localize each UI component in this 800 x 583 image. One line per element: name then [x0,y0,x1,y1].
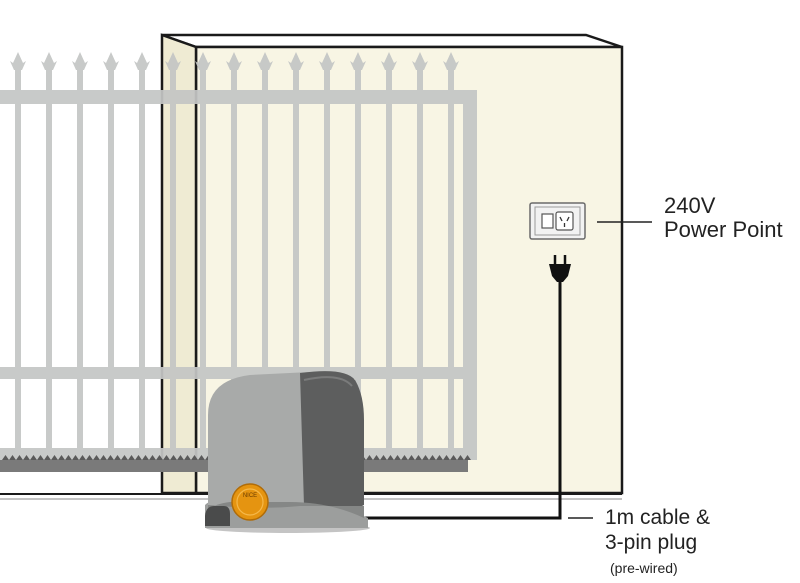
gate-picket [386,70,392,460]
motor-release-handle [205,506,230,526]
gate-picket-spear [10,52,26,70]
gate-pickets [10,52,459,460]
motor-cover [300,371,364,509]
gate-picket-spear [381,52,397,70]
gate-picket [231,70,237,460]
power-outlet [555,211,574,231]
power-point-label: Power Point [664,217,783,242]
power-point [529,202,586,240]
gate-picket [262,70,268,460]
gate-picket [324,70,330,460]
gate-picket [200,70,206,460]
gate-picket [170,70,176,460]
gate-picket-spear [412,52,428,70]
plug-icon [549,255,571,282]
gate-top-rail [0,90,477,104]
gate-picket [139,70,145,460]
sliding-gate [0,52,477,460]
gate-picket-spear [319,52,335,70]
plug-label: 3-pin plug [605,531,698,554]
gate-picket-spear [226,52,242,70]
gate-picket [46,70,52,460]
gate-picket-spear [350,52,366,70]
gate-motor: NICE [205,371,370,533]
gate-picket [77,70,83,460]
gate-picket [355,70,361,460]
motor-logo: NICE [243,493,257,499]
prewired-note: (pre-wired) [610,560,678,576]
power-switch [541,213,554,229]
gate-picket [448,70,454,460]
cable [365,280,562,520]
cable-label: 1m cable & [605,506,711,529]
gate-picket-spear [257,52,273,70]
gate-picket-spear [288,52,304,70]
wall-top-face [161,33,623,49]
gate-picket [15,70,21,460]
gate-picket-spear [41,52,57,70]
gate-picket-spear [195,52,211,70]
power-point-label-voltage: 240V [664,193,716,218]
gate-picket-spear [72,52,88,70]
gate-mid-rail [0,367,477,379]
gate-picket-spear [443,52,459,70]
gate-picket [417,70,423,460]
gate-picket [108,70,114,460]
gate-picket [293,70,299,460]
gate-picket-spear [134,52,150,70]
gate-picket-spear [165,52,181,70]
gate-picket-spear [103,52,119,70]
gate-end-post [463,90,477,460]
